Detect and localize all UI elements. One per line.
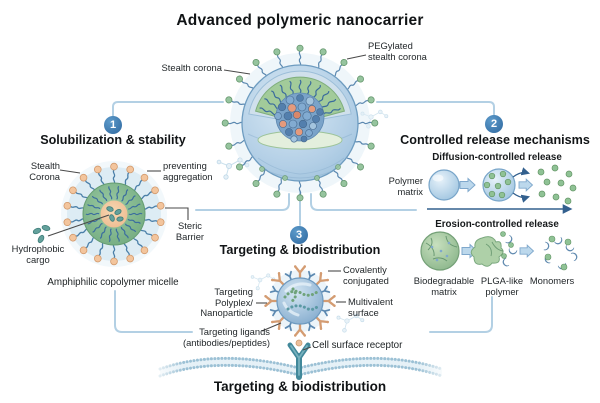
label-monomers: Monomers — [529, 275, 575, 286]
label-pointer-lines — [47, 54, 367, 351]
label-targeting-polyplex: Targeting Polyplex/ Nanoparticle — [200, 286, 253, 319]
label-polymer-matrix: Polymer matrix — [388, 175, 423, 197]
label-stealth-corona: Stealth Corona — [29, 160, 60, 182]
diffusion-release-illustration — [427, 164, 577, 214]
label-biodegradable-matrix: Biodegradable matrix — [413, 275, 475, 297]
cell-surface-receptor-shape — [287, 339, 311, 380]
label-cell-surface-receptor: Cell surface receptor — [312, 340, 403, 351]
label-covalently-conjugated: Covalently conjugated — [343, 264, 389, 286]
central-nanocarrier-illustration — [221, 44, 379, 202]
heading-targeting: Targeting & biodistribution — [219, 243, 381, 257]
heading-controlled-release: Controlled release mechanisms — [400, 133, 590, 147]
section-1-badge: 1 — [104, 116, 122, 134]
label-preventing-aggregation: preventing aggregation — [163, 160, 213, 182]
caption-bottom: Targeting & biodistribution — [213, 379, 387, 394]
subheading-erosion: Erosion-controlled release — [435, 219, 559, 230]
heading-solubilization: Solubilization & stability — [40, 133, 186, 147]
section-3-badge: 3 — [290, 226, 308, 244]
page-title: Advanced polymeric nanocarrier — [176, 12, 424, 29]
label-hydrophobic-cargo: Hydrophobic cargo — [11, 243, 65, 265]
label-steric-barrier: Steric Barrier — [175, 220, 205, 242]
section-2-badge: 2 — [485, 115, 503, 133]
label-multivalent-surface: Multivalent surface — [348, 296, 393, 318]
label-targeting-ligands: Targeting ligands (antibodies/peptides) — [182, 326, 270, 348]
label-pegylated-stealth-corona: PEGylated stealth corona — [368, 40, 427, 62]
cell-membrane-illustration — [150, 339, 452, 382]
subheading-diffusion: Diffusion-controlled release — [432, 152, 562, 163]
label-plga-polymer: PLGA-like polymer — [480, 275, 524, 297]
micelle-illustration — [32, 161, 167, 267]
label-stealth-corona-top: Stealth corona — [161, 62, 222, 73]
caption-micelle: Amphiphilic copolymer micelle — [47, 277, 179, 288]
targeting-nanoparticle-illustration — [263, 264, 337, 338]
erosion-release-illustration — [420, 231, 579, 271]
connector-lines — [112, 101, 495, 333]
